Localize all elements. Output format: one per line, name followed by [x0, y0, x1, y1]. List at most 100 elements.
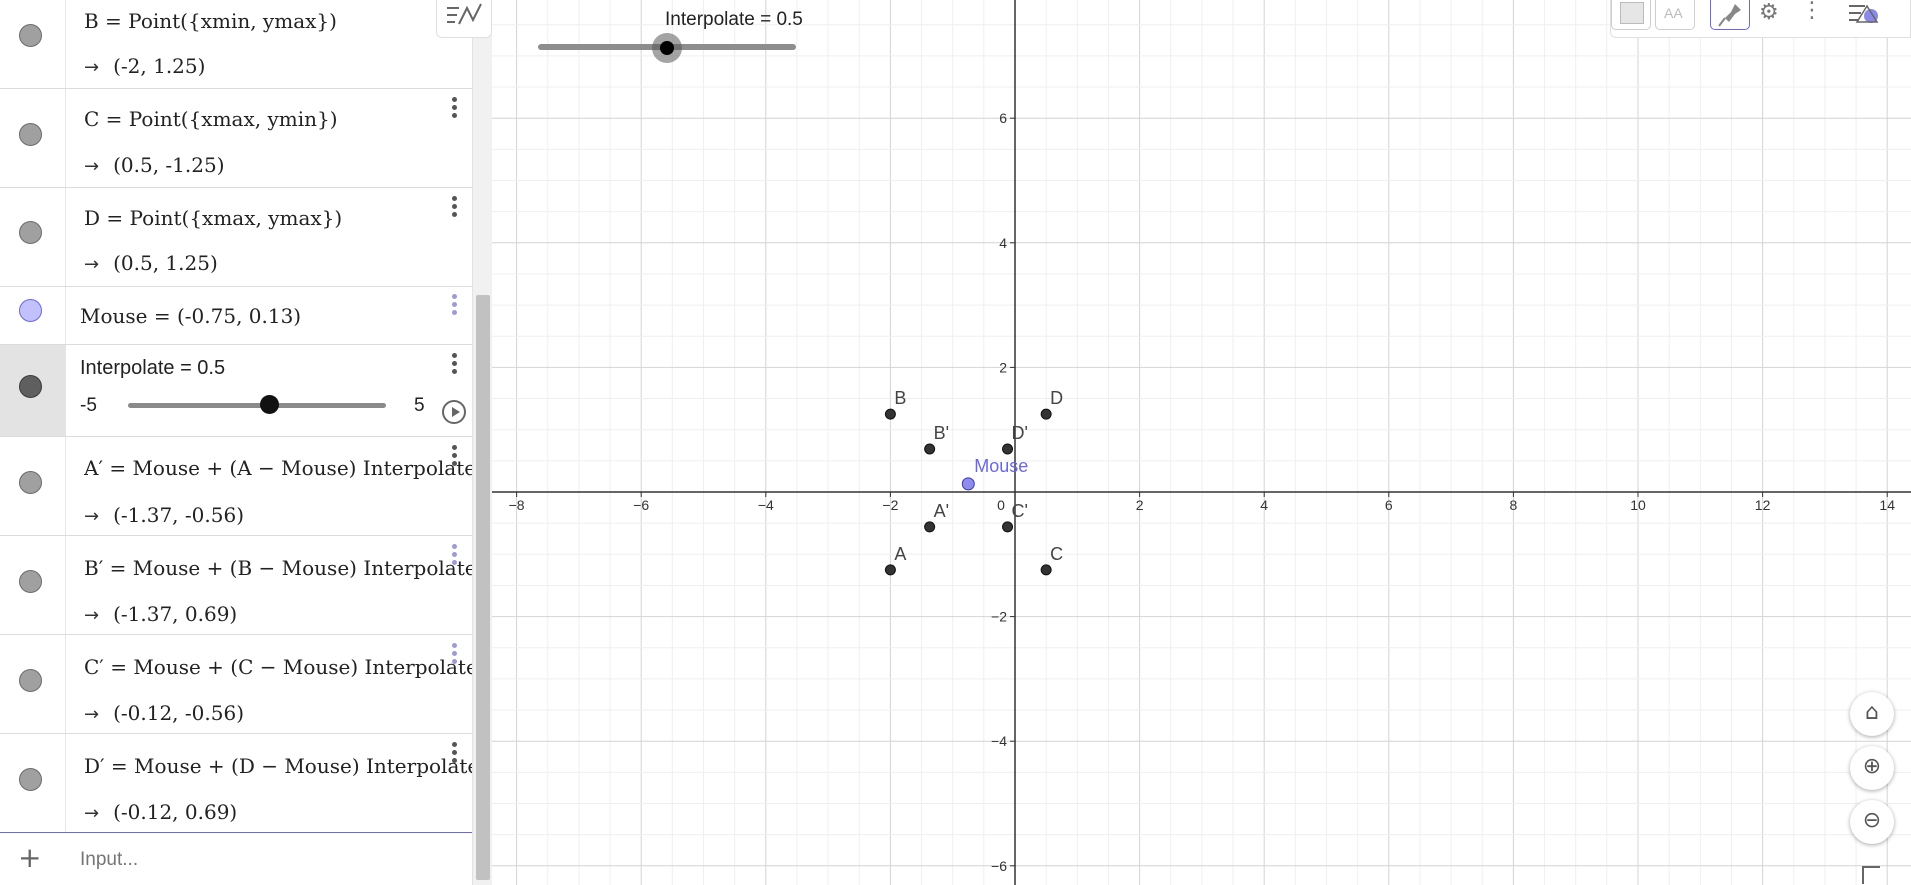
definition-B-prime[interactable]: B′ = Mouse + (B − Mouse) Interpolate — [84, 556, 477, 580]
zoom-in-icon: ⊕ — [1862, 754, 1882, 779]
value-C: →(0.5, -1.25) — [84, 153, 225, 177]
y-tick-label: −6 — [991, 858, 1007, 874]
point-A-prime[interactable] — [924, 521, 936, 533]
graphing-menu-button[interactable] — [436, 0, 492, 38]
point-label-C-prime: C' — [1012, 501, 1028, 521]
y-tick-label: 2 — [999, 359, 1007, 375]
home-button[interactable]: ⌂ — [1850, 692, 1894, 736]
style-bar: AA ⚙ ⋮ — [1610, 0, 1911, 38]
point-label-B: B — [894, 388, 906, 408]
zoom-in-button[interactable]: ⊕ — [1850, 746, 1894, 790]
y-tick-label: 4 — [999, 235, 1007, 251]
visibility-toggle[interactable] — [19, 123, 42, 146]
more-vert-icon[interactable]: ⋮ — [1801, 0, 1823, 23]
more-options-icon[interactable] — [446, 742, 462, 766]
algebra-row-D-prime[interactable]: D′ = Mouse + (D − Mouse) Interpolate →(-… — [0, 734, 479, 832]
definition-A-prime[interactable]: A′ = Mouse + (A − Mouse) Interpolate — [84, 456, 477, 480]
algebra-row-B[interactable]: B = Point({xmin, ymax}) →(-2, 1.25) — [0, 0, 472, 89]
visibility-toggle[interactable] — [19, 24, 42, 47]
point-mouse[interactable] — [961, 477, 975, 491]
algebra-scrollbar[interactable] — [472, 0, 492, 885]
home-icon: ⌂ — [1865, 700, 1879, 725]
color-swatch-icon[interactable] — [1611, 0, 1651, 30]
value-B: →(-2, 1.25) — [84, 54, 206, 78]
y-tick-label: −4 — [991, 733, 1007, 749]
text-size-icon[interactable]: AA — [1655, 0, 1695, 30]
slider-knob[interactable] — [260, 395, 280, 414]
visibility-toggle[interactable] — [19, 669, 42, 692]
algebra-row-B-prime[interactable]: B′ = Mouse + (B − Mouse) Interpolate →(-… — [0, 536, 477, 635]
point-label-B-prime: B' — [934, 423, 949, 443]
algebra-row-D[interactable]: D = Point({xmax, ymax}) →(0.5, 1.25) — [0, 188, 472, 287]
point-C-prime[interactable] — [1002, 521, 1014, 533]
point-D[interactable] — [1040, 408, 1052, 420]
graphics-slider-knob[interactable] — [660, 41, 674, 55]
visibility-toggle[interactable] — [19, 221, 42, 244]
x-tick-label: 10 — [1630, 497, 1646, 513]
more-options-icon[interactable] — [446, 643, 462, 667]
x-tick-label: −4 — [758, 497, 774, 513]
visibility-toggle[interactable] — [19, 768, 42, 791]
more-options-icon[interactable] — [446, 196, 462, 220]
visibility-toggle[interactable] — [19, 570, 42, 593]
point-C[interactable] — [1040, 564, 1052, 576]
more-options-icon[interactable] — [446, 353, 462, 377]
arrow-icon: → — [84, 506, 100, 527]
point-label-D: D — [1050, 388, 1063, 408]
point-D-prime[interactable] — [1002, 443, 1014, 455]
definition-D[interactable]: D = Point({xmax, ymax}) — [84, 206, 343, 230]
algebra-row-A-prime[interactable]: A′ = Mouse + (A − Mouse) Interpolate →(-… — [0, 437, 476, 536]
definition-D-prime[interactable]: D′ = Mouse + (D − Mouse) Interpolate — [84, 754, 480, 778]
definition-C-prime[interactable]: C′ = Mouse + (C − Mouse) Interpolate — [84, 655, 478, 679]
definition-B[interactable]: B = Point({xmin, ymax}) — [84, 9, 337, 33]
x-tick-label: −8 — [509, 497, 525, 513]
visibility-toggle[interactable] — [19, 299, 42, 322]
slider-max: 5 — [414, 395, 425, 416]
value-B-prime: →(-1.37, 0.69) — [84, 602, 238, 626]
arrow-icon: → — [84, 156, 100, 177]
point-A[interactable] — [884, 564, 896, 576]
gear-icon[interactable]: ⚙ — [1759, 0, 1779, 25]
slider-track[interactable] — [128, 403, 386, 408]
visibility-toggle[interactable] — [19, 375, 42, 398]
graphics-slider-label: Interpolate = 0.5 — [665, 9, 803, 30]
input-bar[interactable]: + — [0, 832, 472, 885]
x-tick-label: 6 — [1385, 497, 1393, 513]
point-label-mouse: Mouse — [974, 456, 1028, 476]
play-icon[interactable] — [442, 400, 466, 424]
more-options-icon[interactable] — [446, 445, 462, 469]
scrollbar-thumb[interactable] — [476, 295, 490, 880]
algebra-row-mouse[interactable]: Mouse = (-0.75, 0.13) — [0, 287, 472, 345]
pin-icon[interactable] — [1710, 0, 1750, 30]
fullscreen-icon[interactable] — [1862, 866, 1880, 884]
point-B-prime[interactable] — [924, 443, 936, 455]
y-tick-label: 6 — [999, 110, 1007, 126]
algebra-row-interpolate[interactable]: Interpolate = 0.5 -5 5 — [0, 345, 472, 437]
x-tick-label: 14 — [1879, 497, 1895, 513]
slider-min: -5 — [80, 395, 97, 416]
definition-mouse[interactable]: Mouse = (-0.75, 0.13) — [80, 304, 302, 328]
plus-icon[interactable]: + — [18, 841, 42, 874]
value-C-prime: →(-0.12, -0.56) — [84, 701, 244, 725]
graph-menu-icon — [447, 3, 482, 25]
algebra-input[interactable] — [80, 849, 440, 871]
zoom-out-button[interactable]: ⊖ — [1850, 800, 1894, 844]
algebra-row-C[interactable]: C = Point({xmax, ymin}) →(0.5, -1.25) — [0, 89, 472, 188]
arrow-icon: → — [84, 605, 100, 626]
more-options-icon[interactable] — [446, 97, 462, 121]
x-tick-label: 12 — [1755, 497, 1771, 513]
point-B[interactable] — [884, 408, 896, 420]
more-options-icon[interactable] — [446, 544, 462, 568]
x-tick-label: −6 — [633, 497, 649, 513]
visibility-toggle[interactable] — [19, 471, 42, 494]
arrow-icon: → — [84, 57, 100, 78]
more-options-icon[interactable] — [446, 294, 462, 318]
definition-C[interactable]: C = Point({xmax, ymin}) — [84, 107, 338, 131]
slider-definition[interactable]: Interpolate = 0.5 — [80, 357, 226, 379]
algebra-row-C-prime[interactable]: C′ = Mouse + (C − Mouse) Interpolate →(-… — [0, 635, 478, 734]
x-tick-label: 4 — [1260, 497, 1268, 513]
arrow-icon: → — [84, 254, 100, 275]
